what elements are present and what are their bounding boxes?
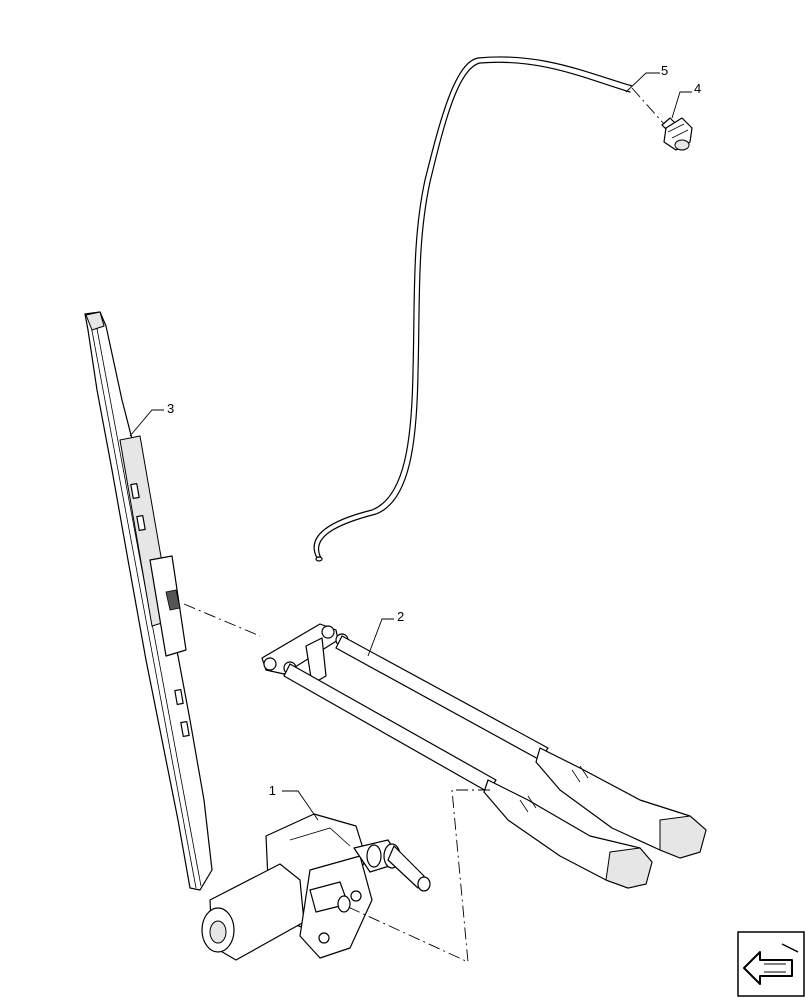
previous-arrow-icon bbox=[743, 943, 799, 985]
centerline-blade-to-arm bbox=[183, 603, 261, 637]
washer-nozzle bbox=[661, 117, 693, 151]
centerline-hose-to-nozzle bbox=[631, 87, 665, 125]
callout-1: 1 bbox=[269, 783, 276, 798]
callout-2: 2 bbox=[397, 609, 404, 624]
wiper-motor bbox=[201, 813, 431, 961]
wiper-arm bbox=[261, 623, 707, 889]
washer-hose bbox=[313, 56, 633, 562]
callout-3: 3 bbox=[167, 401, 174, 416]
leader-lines bbox=[129, 72, 692, 821]
callout-5: 5 bbox=[661, 63, 668, 78]
wiper-blade bbox=[84, 311, 213, 891]
previous-page-button[interactable] bbox=[737, 931, 805, 997]
assembly-lines bbox=[183, 87, 665, 963]
callout-labels: 1 2 3 4 5 bbox=[167, 63, 701, 798]
callout-4: 4 bbox=[694, 81, 701, 96]
